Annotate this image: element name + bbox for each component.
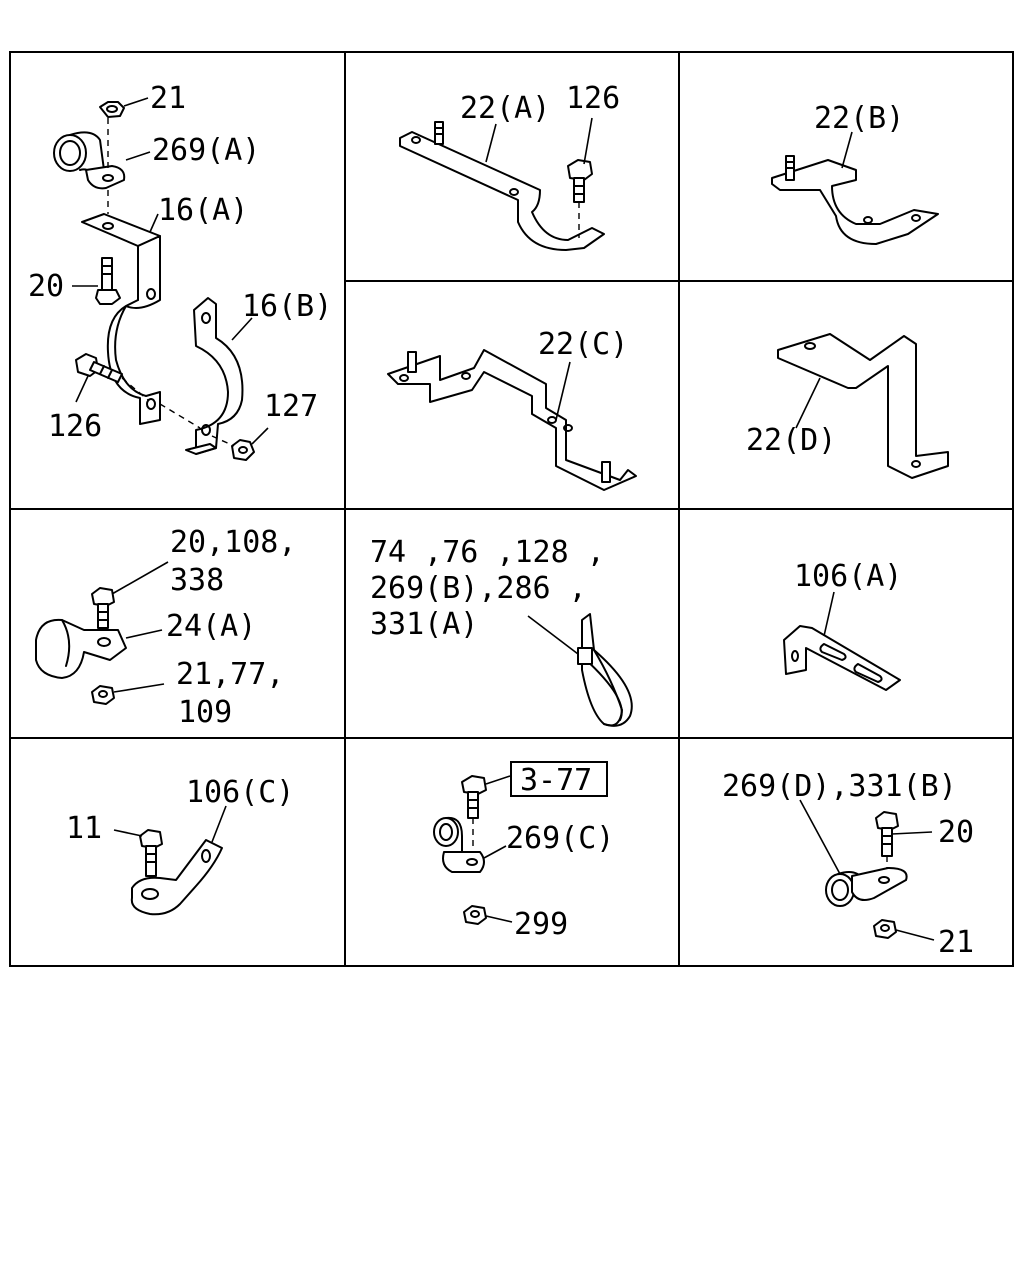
label-269a: 269(A) xyxy=(152,133,260,168)
label-109: 109 xyxy=(178,695,232,730)
panel-1: 21 269(A) 16(A) 20 16(B) 126 127 xyxy=(28,81,332,461)
cable-tie-drawing xyxy=(527,613,633,727)
label-21-77: 21,77, xyxy=(176,657,284,692)
label-16b: 16(B) xyxy=(242,289,332,324)
bolt-11-drawing xyxy=(113,829,163,877)
label-24a: 24(A) xyxy=(166,609,256,644)
label-74-76-128: 74 ,76 ,128 , xyxy=(370,535,605,570)
label-106a: 106(A) xyxy=(794,559,902,594)
nut-21-p11-drawing xyxy=(873,919,935,941)
bracket-106a-drawing xyxy=(783,591,901,691)
label-3-77: 3-77 xyxy=(520,763,592,798)
panel-11: 269(D),331(B) 20 21 xyxy=(722,769,974,960)
clamp-24a-drawing xyxy=(35,618,163,679)
panel-8: 106(A) xyxy=(783,559,902,691)
label-20-p11: 20 xyxy=(938,815,974,850)
label-16a: 16(A) xyxy=(158,193,248,228)
label-331a: 331(A) xyxy=(370,607,478,642)
panel-6: 20,108, 338 24(A) 21,77, 109 xyxy=(35,525,296,730)
label-299: 299 xyxy=(514,907,568,942)
label-126-p1: 126 xyxy=(48,409,102,444)
panel-grid xyxy=(9,51,1014,967)
label-269b-286: 269(B),286 , xyxy=(370,571,587,606)
label-20-p1: 20 xyxy=(28,269,64,304)
panel-5: 22(D) xyxy=(746,333,949,479)
label-338: 338 xyxy=(170,563,224,598)
nut-127-drawing xyxy=(211,427,269,461)
clamp-269c-drawing xyxy=(433,816,507,873)
label-11: 11 xyxy=(66,811,102,846)
bracket-22a-drawing xyxy=(399,121,605,251)
panel-4: 22(C) xyxy=(387,327,637,491)
bolt-126-p1-drawing xyxy=(75,353,201,429)
label-22c: 22(C) xyxy=(538,327,628,362)
panel-2: 22(A) 126 xyxy=(399,81,620,251)
clamp-269a-drawing xyxy=(53,118,151,190)
label-21-p11: 21 xyxy=(938,925,974,960)
bracket-22d-drawing xyxy=(777,333,949,479)
label-269c: 269(C) xyxy=(506,821,614,856)
label-22a: 22(A) xyxy=(460,91,550,126)
label-126-p2: 126 xyxy=(566,81,620,116)
band-16b-drawing xyxy=(185,297,253,455)
label-106c: 106(C) xyxy=(186,775,294,810)
bolt-p6-drawing xyxy=(91,561,169,629)
label-22d: 22(D) xyxy=(746,423,836,458)
bracket-22b-drawing xyxy=(771,131,939,245)
bracket-106c-drawing xyxy=(130,805,227,916)
bolt-20-p11-drawing xyxy=(875,811,933,882)
bolt-126-p2-drawing xyxy=(567,117,593,238)
nut-299-drawing xyxy=(463,905,513,925)
ref-box-3-77 xyxy=(510,761,608,797)
label-269d-331b: 269(D),331(B) xyxy=(722,769,957,804)
label-20-108: 20,108, xyxy=(170,525,296,560)
bracket-22c-drawing xyxy=(387,349,637,491)
label-21-p1: 21 xyxy=(150,81,186,116)
nut-21-drawing xyxy=(99,97,149,118)
bolt-20-drawing xyxy=(72,257,121,305)
panel-3: 22(B) xyxy=(771,101,939,245)
label-22b: 22(B) xyxy=(814,101,904,136)
bracket-16a-drawing xyxy=(81,190,161,425)
nut-p6-drawing xyxy=(91,683,165,705)
panel-9: 11 106(C) xyxy=(66,775,294,916)
panel-10: 3-77 269(C) 299 xyxy=(433,761,614,942)
label-127: 127 xyxy=(264,389,318,424)
panel-7: 74 ,76 ,128 , 269(B),286 , 331(A) xyxy=(370,535,633,727)
clamp-269d-drawing xyxy=(799,799,908,907)
